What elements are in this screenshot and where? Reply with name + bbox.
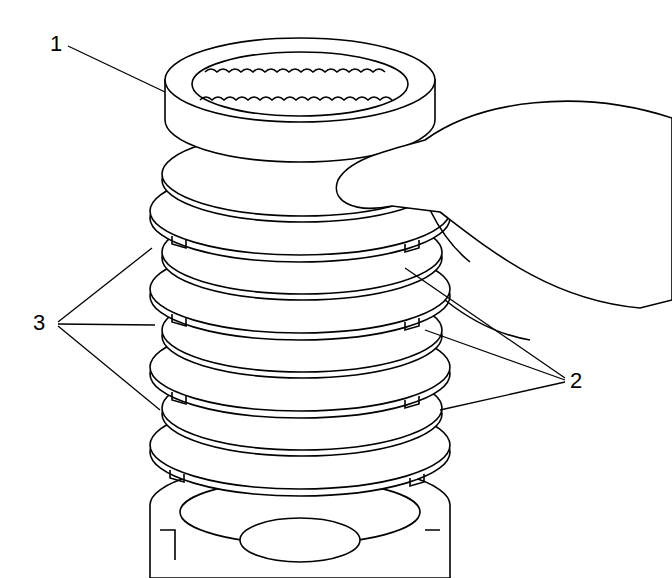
hand (336, 101, 672, 308)
housing-hub (240, 518, 360, 562)
top-backing-plate (165, 38, 435, 122)
leader-lines (58, 46, 565, 410)
callout-number: 1 (50, 33, 62, 55)
callout-number: 2 (570, 370, 582, 392)
callout-number: 3 (33, 312, 45, 334)
